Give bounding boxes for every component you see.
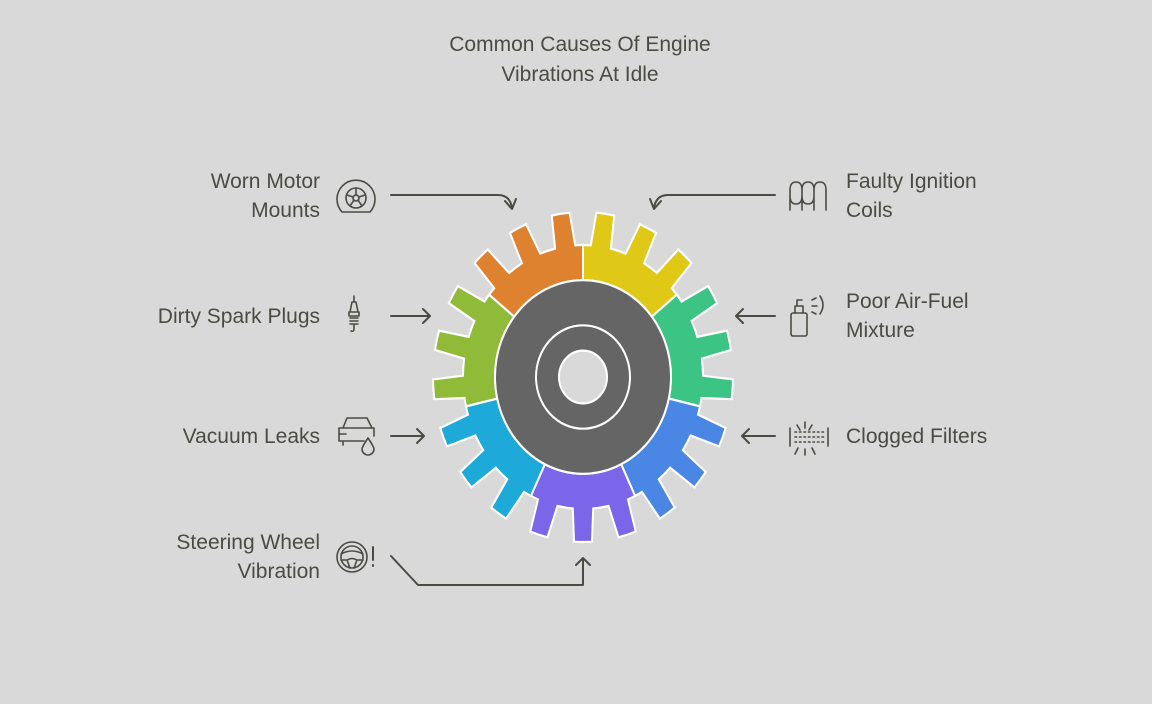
label-line: Poor Air-Fuel [846,290,969,313]
label-faulty-ignition-coils: Faulty Ignition Coils [846,167,977,225]
tire-icon [336,179,376,213]
title-line-1: Common Causes Of Engine [449,33,711,56]
label-line: Mixture [846,319,915,342]
label-line: Worn Motor [210,170,320,193]
label-poor-air-fuel: Poor Air-Fuel Mixture [846,287,969,345]
label-line: Vacuum Leaks [182,425,320,448]
spray-bottle-icon [790,295,824,337]
arrow-steering-wheel [390,555,591,586]
spark-plug-icon [348,295,360,333]
label-line: Mounts [251,199,320,222]
filter-icon [789,421,829,456]
label-line: Steering Wheel [176,531,320,554]
arrow-clogged-filters [741,428,776,444]
label-line: Clogged Filters [846,425,988,448]
arrow-vacuum-leaks [390,428,425,444]
label-worn-motor-mounts: Worn Motor Mounts [211,167,320,225]
title-line-2: Vibrations At Idle [501,63,659,86]
diagram-title: Common Causes Of Engine Vibrations At Id… [380,30,780,90]
arrow-worn-motor-mounts [390,194,517,210]
arrow-faulty-ignition-coils [649,194,776,210]
car-leak-icon [338,417,375,456]
label-line: Dirty Spark Plugs [157,305,320,328]
label-steering-wheel-vibration: Steering Wheel Vibration [176,528,320,586]
steering-wheel-warning-icon [336,541,374,573]
label-line: Vibration [237,560,320,583]
label-line: Coils [846,199,893,222]
gear [432,211,734,544]
label-vacuum-leaks: Vacuum Leaks [183,422,320,451]
arrow-dirty-spark-plugs [390,308,431,324]
label-dirty-spark-plugs: Dirty Spark Plugs [158,302,320,331]
label-line: Faulty Ignition [846,170,977,193]
coil-icon [789,181,827,211]
gear-segment-4 [529,462,637,544]
label-clogged-filters: Clogged Filters [846,422,987,451]
gear-hole [558,349,608,405]
arrow-poor-air-fuel [735,308,776,324]
